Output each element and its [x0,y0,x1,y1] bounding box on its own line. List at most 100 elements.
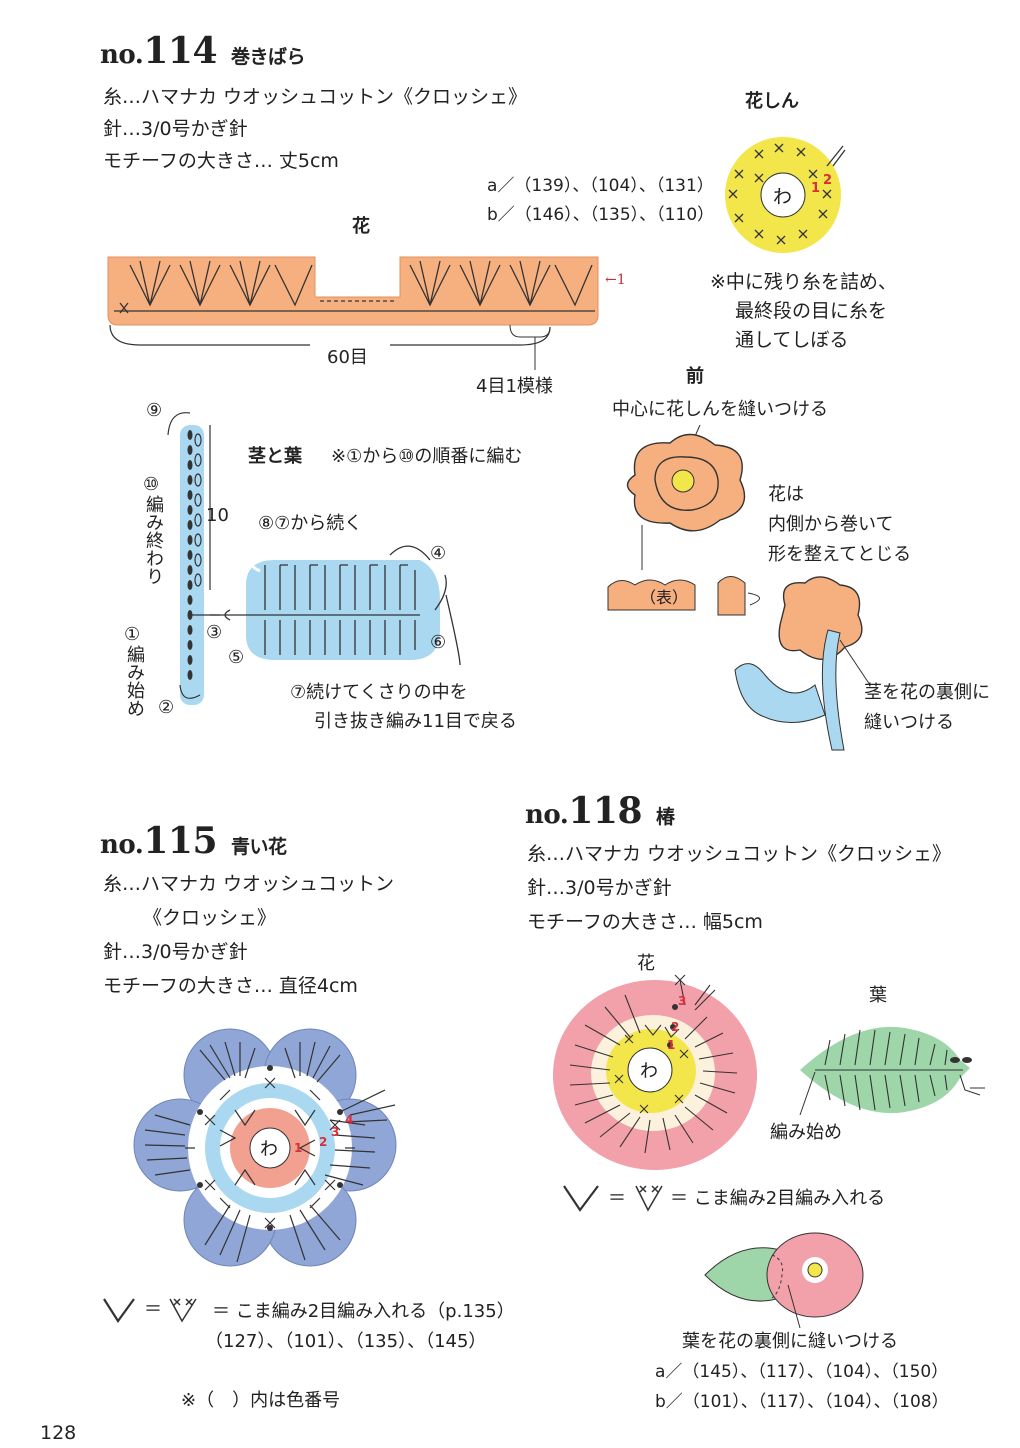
attach-line2: 縫いつける [864,712,954,733]
svg-text:1: 1 [667,1038,675,1052]
leaf-stitches [190,545,461,666]
back-stem [821,629,845,751]
back-leaf [734,663,826,723]
pattern-repeat: 4目1模様 [476,376,553,397]
legend-symbols-118: ＝ [563,1185,663,1212]
number-prefix: no. [100,830,144,860]
color-note: ※（ ）内は色番号 [181,1390,341,1411]
flower-center-chart: わ 1 2 [725,137,846,253]
back-rose [778,576,863,660]
stem-leaf-label: 茎と葉 [248,446,302,467]
sew-leaf-text: 葉を花の裏側に縫いつける [682,1331,898,1352]
row-marker: ←1 [605,272,626,288]
leaf-bg [246,560,440,660]
leaf-stitches [815,1029,985,1111]
pattern-title: 青い花 [231,836,287,858]
pattern-114-heading: no.114 巻きばら [100,30,306,72]
step-9: ⑨ [146,400,163,421]
start-label-118: 編み始め [770,1122,842,1143]
flower-label-118: 花 [637,953,655,974]
colors-118-b: b／（101）、（117）、（104）、（108） [655,1392,949,1412]
step-5: ⑤ [228,647,245,668]
roll-line2: 内側から巻いて [768,514,894,535]
center-note: ※中に残り糸を詰め、 最終段の目に糸を 通してしぼる [710,268,897,355]
strip-face [607,579,696,611]
colors-115: （127）、（101）、（135）、（145） [205,1331,487,1352]
svg-text:2: 2 [319,1135,327,1149]
number-prefix: no. [100,40,144,70]
svg-text:4: 4 [345,1113,353,1127]
size-info: モチーフの大きさ… 幅5cm [527,911,763,933]
roll-line3: 形を整えてとじる [768,544,912,565]
center-ring [760,172,806,218]
step-10-num: ⑩ [143,474,160,495]
pattern-number: 115 [143,820,217,862]
svg-text:1: 1 [811,181,820,196]
step-10-text: 編み終わり [143,495,164,585]
step-2: ② [158,697,175,718]
step-1-text: 編み始め [124,645,145,717]
joining-dots [197,1065,343,1231]
svg-text:3: 3 [331,1125,339,1139]
yarn-info-line2: 《クロッシェ》 [143,907,277,929]
stem-count: 10 [206,505,229,526]
yarn-info-line1: 糸…ハマナカ ウオッシュコットン [103,873,395,895]
attach-leader [839,639,871,686]
colors-a: a／（139）、（104）、（131） [487,172,714,201]
face-label: （表） [640,588,688,607]
center-note-line2: 最終段の目に糸を [735,300,888,322]
ring [627,1047,673,1093]
rose-center [671,469,695,493]
page-number: 128 [40,1422,77,1444]
petal-stitches [144,1041,396,1263]
center-label: 花しん [745,91,799,112]
pattern-number: 114 [143,30,217,72]
pattern-title: 椿 [656,806,675,828]
legend-symbols-115: ＝ [103,1298,197,1323]
camellia-leaf-chart [799,1026,985,1116]
assembly-yellow [807,1262,823,1278]
step-1-num: ① [124,624,141,645]
step-7-line1: ⑦続けてくさりの中を [290,682,468,703]
count-bracket [109,324,551,346]
step-8: ⑧⑦から続く [258,513,363,534]
stem-slip-stitches [167,412,211,699]
sew-center-text: 中心に花しんを縫いつける [612,399,828,420]
svg-text:＝: ＝ [144,1299,162,1320]
stem-order-note: ※①から⑩の順番に編む [331,446,523,467]
size-info: モチーフの大きさ… 丈5cm [103,150,339,172]
ring-symbol: わ [773,186,792,208]
step-6: ⑥ [430,632,447,653]
flower-strip-chart [107,256,599,370]
stem-bg [180,425,204,705]
svg-text:2: 2 [671,1020,679,1034]
center-note-line3: 通してしぼる [735,329,849,351]
stitch-count: 60目 [327,347,368,368]
yarn-info: 糸…ハマナカ ウオッシュコットン《クロッシェ》 [527,843,952,865]
svg-text:3: 3 [678,994,686,1008]
leaf-label-118: 葉 [869,985,887,1006]
roll-line1: 花は [768,484,804,505]
legend-115: ＝ こま編み2目編み入れる（p.135） [212,1301,515,1322]
center-stitches [728,143,846,245]
center-note-line1: ※中に残り糸を詰め、 [710,271,897,293]
camellia-flower-chart: わ 3 2 1 [553,974,757,1170]
pattern-title: 巻きばら [231,46,306,68]
colors-118-a: a／（145）、（117）、（104）、（150） [655,1362,949,1382]
stem-leaf-chart [167,412,461,705]
step-7-line2: 引き抜き編み11目で戻る [314,711,517,732]
pattern-number: 118 [568,790,642,832]
colors-a-text: a／（139）、（104）、（131） [487,176,714,196]
yarn-info: 糸…ハマナカ ウオッシュコットン《クロッシェ》 [103,86,528,108]
step-3: ③ [206,622,223,643]
assembly-leader [787,1284,801,1329]
needle-info: 針…3/0号かぎ針 [103,941,248,963]
needle-info: 針…3/0号かぎ針 [527,877,672,899]
flower-stitches [569,974,738,1154]
strip-shape [107,256,599,326]
assembly-illustration: （表） [607,424,871,751]
step-10: ⑩ 編み終わり [143,474,164,586]
step-7-text: ⑦続けてくさりの中を 引き抜き編み11目で戻る [290,678,517,736]
start-leader [799,1071,816,1116]
